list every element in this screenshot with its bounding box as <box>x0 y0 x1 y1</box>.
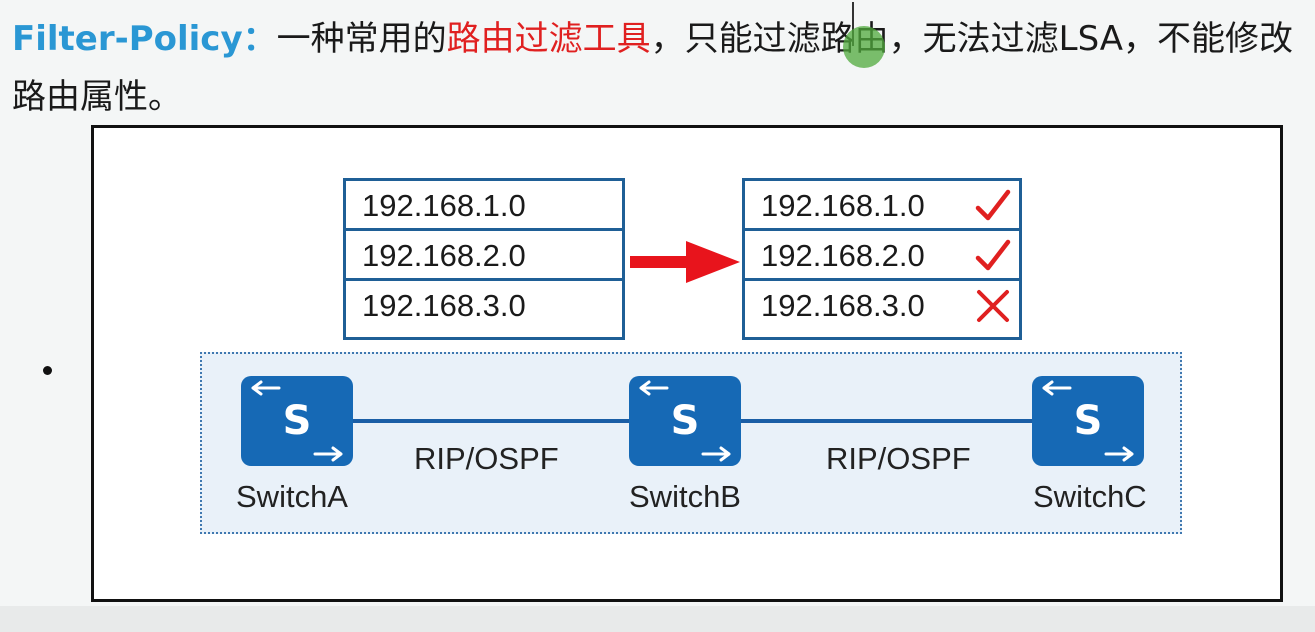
link-b-c <box>738 419 1036 423</box>
bottom-strip <box>0 606 1315 632</box>
headline-highlight: 路由过滤工具 <box>446 19 651 59</box>
link-protocol-label: RIP/OSPF <box>414 441 559 476</box>
route-row: 192.168.1.0 <box>346 181 622 231</box>
switch-b-icon: S <box>629 376 741 466</box>
route-row: 192.168.3.0 <box>745 281 1019 331</box>
switch-glyph: S <box>283 398 312 444</box>
route-value: 192.168.1.0 <box>362 188 526 223</box>
switch-a-label: SwitchA <box>236 479 348 514</box>
headline-part-1: 一种常用的 <box>276 19 447 59</box>
route-value: 192.168.3.0 <box>761 288 925 323</box>
link-protocol-label: RIP/OSPF <box>826 441 971 476</box>
route-row: 192.168.1.0 <box>745 181 1019 231</box>
switch-c-label: SwitchC <box>1033 479 1147 514</box>
switch-b-label: SwitchB <box>629 479 741 514</box>
headline-part-2: ，只能过滤路由，无法过滤LSA，不能修改路由属性。 <box>12 19 1294 117</box>
text-cursor <box>852 2 854 46</box>
switch-a-icon: S <box>241 376 353 466</box>
route-row: 192.168.2.0 <box>745 231 1019 281</box>
filter-arrow-icon <box>630 241 740 283</box>
pointer-highlight <box>843 26 885 68</box>
switch-glyph: S <box>671 398 700 444</box>
route-table-after: 192.168.1.0 192.168.2.0 192.168.3.0 <box>742 178 1022 340</box>
bullet-dot <box>43 366 52 375</box>
route-table-before: 192.168.1.0 192.168.2.0 192.168.3.0 <box>343 178 625 340</box>
link-a-b <box>350 419 632 423</box>
route-row: 192.168.2.0 <box>346 231 622 281</box>
term-filter-policy: Filter-Policy： <box>12 19 277 59</box>
check-icon <box>975 239 1011 271</box>
route-value: 192.168.2.0 <box>761 238 925 273</box>
headline-text: Filter-Policy：一种常用的路由过滤工具，只能过滤路由，无法过滤LSA… <box>12 10 1302 126</box>
route-value: 192.168.3.0 <box>362 288 526 323</box>
switch-c-icon: S <box>1032 376 1144 466</box>
route-value: 192.168.1.0 <box>761 188 925 223</box>
check-icon <box>975 189 1011 221</box>
route-row: 192.168.3.0 <box>346 281 622 331</box>
cross-icon <box>977 290 1009 322</box>
switch-glyph: S <box>1074 398 1103 444</box>
route-value: 192.168.2.0 <box>362 238 526 273</box>
